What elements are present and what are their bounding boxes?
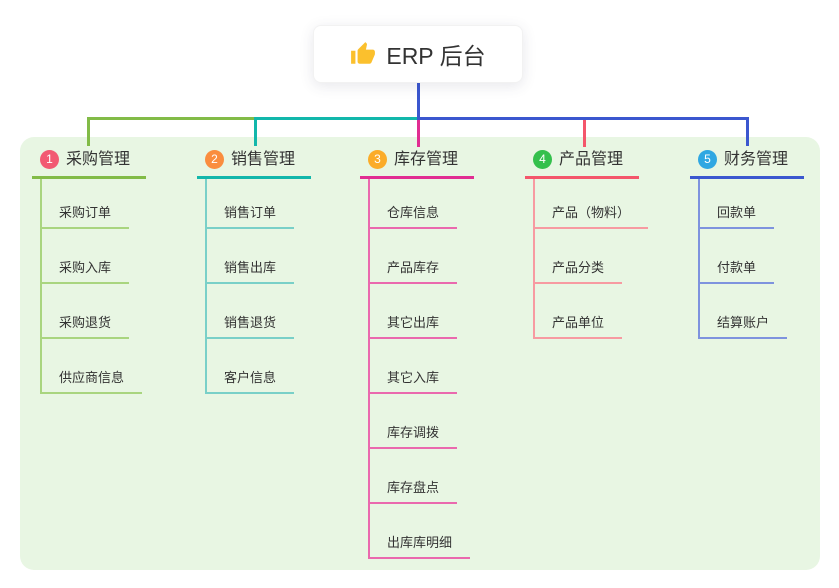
node-label: 客户信息	[207, 370, 295, 394]
branch-sales-title: 销售管理	[231, 150, 296, 168]
branch-drop-purchase	[87, 117, 90, 146]
tree-node[interactable]: 付款单	[700, 229, 804, 284]
node-label: 其它出库	[370, 315, 458, 339]
branch-purchase-header[interactable]: 1 采购管理	[32, 150, 146, 179]
branch-finance-badge: 5	[698, 150, 717, 169]
branch-inventory-title: 库存管理	[394, 150, 459, 168]
root-node-label: ERP 后台	[386, 43, 486, 69]
branch-product-badge: 4	[533, 150, 552, 169]
tree-node[interactable]: 其它出库	[370, 284, 474, 339]
tree-node[interactable]: 销售退货	[207, 284, 311, 339]
node-label: 回款单	[700, 205, 775, 229]
node-label: 其它入库	[370, 370, 458, 394]
node-label: 销售出库	[207, 260, 295, 284]
branch-finance: 5 财务管理 回款单 付款单 结算账户	[690, 150, 804, 339]
tree-node[interactable]: 出库库明细	[370, 504, 474, 559]
tree-node[interactable]: 其它入库	[370, 339, 474, 394]
branch-inventory-badge: 3	[368, 150, 387, 169]
branch-product: 4 产品管理 产品（物料） 产品分类 产品单位	[525, 150, 649, 339]
branch-sales: 2 销售管理 销售订单 销售出库 销售退货 客户信息	[197, 150, 311, 394]
node-label: 采购退货	[42, 315, 130, 339]
tree-node[interactable]: 库存盘点	[370, 449, 474, 504]
node-label: 产品单位	[535, 315, 623, 339]
tree-node[interactable]: 销售出库	[207, 229, 311, 284]
branch-purchase-children: 采购订单 采购入库 采购退货 供应商信息	[40, 179, 146, 394]
node-label: 产品（物料）	[535, 205, 649, 229]
branch-inventory: 3 库存管理 仓库信息 产品库存 其它出库 其它入库 库存调拨 库存盘点 出库库…	[360, 150, 474, 559]
connector-segment-green	[87, 117, 256, 120]
node-label: 结算账户	[700, 315, 788, 339]
node-label: 产品库存	[370, 260, 458, 284]
node-label: 付款单	[700, 260, 775, 284]
branch-product-children: 产品（物料） 产品分类 产品单位	[533, 179, 649, 339]
branch-sales-header[interactable]: 2 销售管理	[197, 150, 311, 179]
tree-node[interactable]: 采购入库	[42, 229, 146, 284]
node-label: 产品分类	[535, 260, 623, 284]
tree-node[interactable]: 仓库信息	[370, 179, 474, 229]
node-label: 供应商信息	[42, 370, 143, 394]
root-connector-line	[417, 83, 420, 120]
branch-drop-product	[583, 120, 586, 147]
tree-node[interactable]: 回款单	[700, 179, 804, 229]
branch-purchase-badge: 1	[40, 150, 59, 169]
branch-sales-badge: 2	[205, 150, 224, 169]
branch-drop-sales	[254, 117, 257, 146]
tree-node[interactable]: 采购订单	[42, 179, 146, 229]
node-label: 采购订单	[42, 205, 130, 229]
branch-finance-header[interactable]: 5 财务管理	[690, 150, 804, 179]
node-label: 销售订单	[207, 205, 295, 229]
node-label: 库存盘点	[370, 480, 458, 504]
tree-node[interactable]: 销售订单	[207, 179, 311, 229]
branch-drop-finance	[746, 117, 749, 146]
tree-node[interactable]: 库存调拨	[370, 394, 474, 449]
node-label: 仓库信息	[370, 205, 458, 229]
tree-node[interactable]: 产品（物料）	[535, 179, 649, 229]
branch-product-header[interactable]: 4 产品管理	[525, 150, 639, 179]
tree-node[interactable]: 产品库存	[370, 229, 474, 284]
root-node[interactable]: ERP 后台	[313, 25, 523, 83]
branch-product-title: 产品管理	[559, 150, 624, 168]
tree-node[interactable]: 产品单位	[535, 284, 639, 339]
node-label: 出库库明细	[370, 535, 471, 559]
branch-purchase: 1 采购管理 采购订单 采购入库 采购退货 供应商信息	[32, 150, 146, 394]
connector-segment-teal	[255, 117, 418, 120]
tree-node[interactable]: 结算账户	[700, 284, 804, 339]
node-label: 采购入库	[42, 260, 130, 284]
tree-node[interactable]: 客户信息	[207, 339, 311, 394]
branch-sales-children: 销售订单 销售出库 销售退货 客户信息	[205, 179, 311, 394]
branch-finance-children: 回款单 付款单 结算账户	[698, 179, 804, 339]
connector-segment-blue	[417, 117, 749, 120]
branch-inventory-header[interactable]: 3 库存管理	[360, 150, 474, 179]
branches-panel	[20, 137, 820, 570]
tree-node[interactable]: 采购退货	[42, 284, 146, 339]
thumbs-up-icon	[351, 42, 376, 64]
branch-drop-inventory	[417, 120, 420, 147]
node-label: 库存调拨	[370, 425, 458, 449]
tree-node[interactable]: 产品分类	[535, 229, 639, 284]
branch-inventory-children: 仓库信息 产品库存 其它出库 其它入库 库存调拨 库存盘点 出库库明细	[368, 179, 474, 559]
node-label: 销售退货	[207, 315, 295, 339]
branch-purchase-title: 采购管理	[66, 150, 131, 168]
tree-node[interactable]: 供应商信息	[42, 339, 146, 394]
branch-finance-title: 财务管理	[724, 150, 789, 168]
